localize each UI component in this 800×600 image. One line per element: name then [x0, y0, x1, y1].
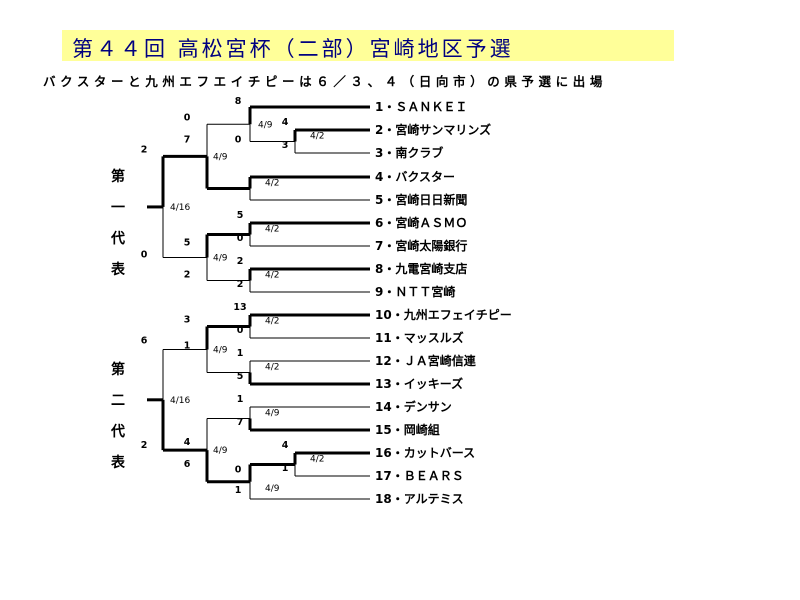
block-label-char: 第 [111, 361, 125, 378]
match-date: 4/9 [258, 120, 273, 130]
match-date: 4/2 [310, 132, 324, 142]
score-top: 4 [282, 117, 289, 128]
team-name-8: 8・九電宮崎支店 [375, 261, 467, 276]
block-score-top: 6 [141, 336, 148, 347]
score-top: 8 [235, 96, 242, 107]
score-top: 5 [237, 210, 244, 221]
score-top: 4 [282, 440, 289, 451]
team-name-17: 17・ＢＥＡＲＳ [375, 469, 464, 483]
team-name-10: 10・九州エフェイチピー [375, 307, 512, 322]
score-top: 1 [237, 394, 244, 405]
block-label-char: 第 [111, 168, 125, 185]
score-bottom: 7 [237, 417, 244, 428]
page-title: 第４４回 高松宮杯（二部）宮崎地区予選 [72, 37, 514, 61]
match-date: 4/9 [213, 152, 228, 162]
block-label-char: 表 [110, 261, 126, 278]
block-label-char: 代 [110, 230, 125, 247]
match-date: 4/2 [265, 225, 279, 235]
block-final-date: 4/16 [170, 396, 190, 406]
score-bottom: 2 [184, 270, 191, 281]
team-name-3: 3・南クラブ [375, 145, 443, 160]
score-top: 0 [184, 112, 191, 123]
team-name-5: 5・宮崎日日新聞 [375, 192, 467, 207]
score-bottom: 3 [282, 140, 289, 151]
block-label-char: 表 [110, 454, 126, 471]
team-name-9: 9・ＮＴＴ宮崎 [375, 284, 455, 299]
score-bottom: 2 [237, 279, 244, 290]
title-banner: 第４４回 高松宮杯（二部）宮崎地区予選 [62, 30, 674, 61]
score-bottom: 0 [237, 233, 244, 244]
page-subtitle: バクスターと九州エフエイチピーは６／３、４（日向市）の県予選に出場 [43, 74, 607, 89]
team-name-13: 13・イッキーズ [375, 376, 463, 391]
score-bottom: 5 [237, 371, 244, 382]
block-score-bottom: 2 [141, 440, 148, 451]
block-score-bottom: 0 [141, 250, 148, 261]
team-name-2: 2・宮崎サンマリンズ [375, 122, 491, 137]
score-bottom: 7 [184, 134, 191, 145]
block-label-char: 二 [111, 393, 125, 409]
match-date: 4/2 [265, 363, 279, 373]
score-bottom: 0 [237, 325, 244, 336]
score-top: 2 [237, 256, 244, 267]
team-name-16: 16・カットバース [375, 446, 475, 460]
score-bottom: 1 [184, 341, 191, 352]
team-name-7: 7・宮崎太陽銀行 [375, 238, 467, 253]
match-date: 4/2 [310, 455, 324, 465]
score-bottom: 0 [235, 135, 242, 146]
team-name-15: 15・岡崎組 [375, 422, 440, 437]
score-top: 13 [233, 302, 246, 313]
block-score-top: 2 [141, 144, 148, 155]
score-top: 0 [235, 465, 242, 476]
block-final-date: 4/16 [170, 203, 190, 213]
match-date: 4/2 [265, 179, 279, 189]
match-date: 4/9 [213, 446, 228, 456]
block-label-char: 一 [111, 200, 125, 216]
match-date: 4/9 [265, 409, 280, 419]
team-name-11: 11・マッスルズ [375, 330, 464, 345]
score-bottom: 1 [282, 463, 289, 474]
score-bottom: 1 [235, 485, 242, 496]
score-top: 5 [184, 238, 191, 249]
team-name-12: 12・ＪＡ宮崎信連 [375, 353, 477, 368]
match-date: 4/9 [265, 484, 280, 494]
block-label-char: 代 [110, 423, 125, 440]
score-bottom: 6 [184, 459, 191, 470]
match-date: 4/9 [213, 346, 228, 356]
match-date: 4/2 [265, 317, 279, 327]
team-name-6: 6・宮崎ＡＳＭＯ [375, 215, 467, 230]
score-top: 3 [184, 315, 191, 326]
team-name-4: 4・バクスター [375, 170, 455, 184]
team-name-14: 14・デンサン [375, 399, 452, 414]
score-top: 1 [237, 348, 244, 359]
team-name-18: 18・アルテミス [375, 492, 464, 506]
match-date: 4/9 [213, 254, 228, 264]
match-date: 4/2 [265, 271, 279, 281]
score-top: 4 [184, 437, 191, 448]
team-name-1: 1・ＳＡＮＫＥＩ [375, 100, 467, 114]
